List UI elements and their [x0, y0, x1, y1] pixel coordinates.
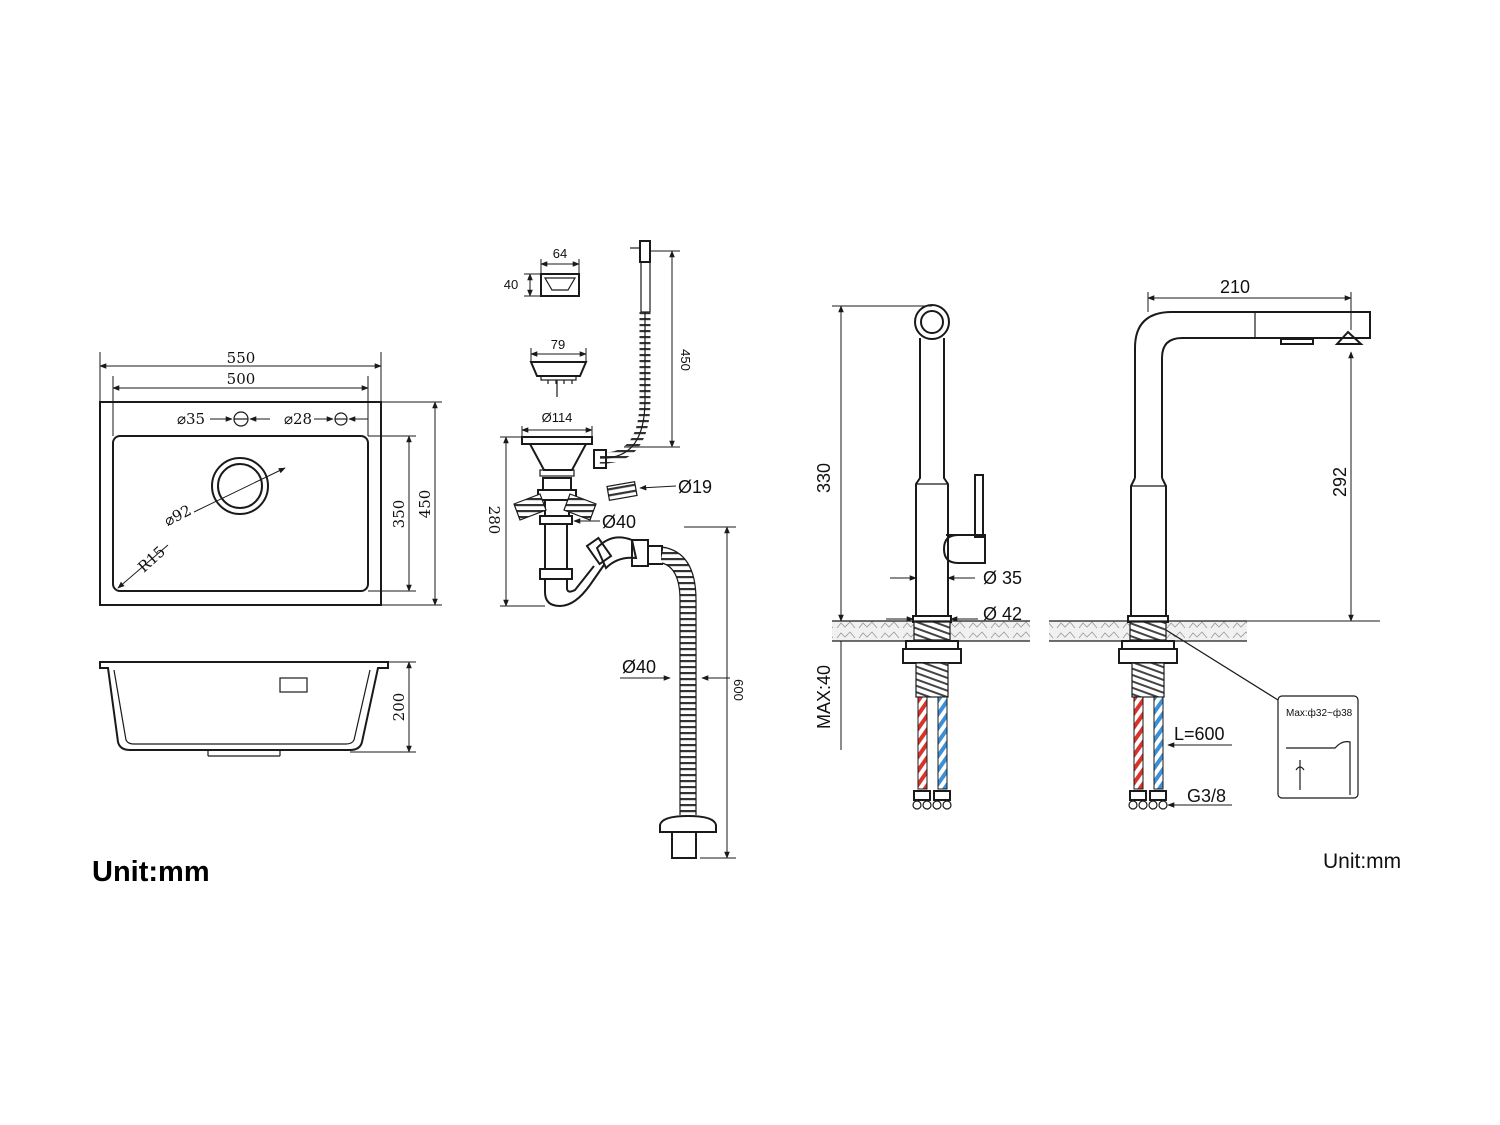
- sink-section-view: 200: [99, 661, 416, 757]
- faucet-front-view: 330 Ø 35 Ø 42 MAX:40: [814, 304, 1030, 810]
- outlet-diameter-label: Ø19: [678, 477, 712, 497]
- faucet-hole-label: ⌀35: [177, 410, 205, 428]
- body-diameter-label: Ø 35: [983, 568, 1022, 588]
- thread-size-label: G3/8: [1187, 786, 1226, 806]
- corner-radius-label: R15: [134, 542, 169, 576]
- pipe-diameter-label: Ø40: [602, 512, 636, 532]
- bowl-depth-label: 200: [390, 693, 408, 722]
- overall-width-label: 550: [227, 349, 256, 367]
- unit-label-left: Unit:mm: [92, 856, 210, 888]
- unit-label-right: Unit:mm: [1323, 850, 1402, 873]
- hole-range-label: Max:ф32~ф38: [1286, 707, 1353, 719]
- drain-diameter-label: ⌀92: [161, 501, 194, 530]
- sink-top-view: 550 500 ⌀35 ⌀28 ⌀92 R15 350 450: [99, 349, 442, 606]
- inner-depth-label: 350: [390, 500, 408, 529]
- drain-kit: 64 40 79 450 Ø114: [485, 240, 746, 859]
- trap-height-label: 280: [485, 506, 503, 535]
- faucet-height-label: 330: [814, 463, 834, 493]
- reach-label: 210: [1220, 277, 1250, 297]
- overflow-hose-length-label: 450: [678, 349, 693, 371]
- faucet-side-view: 210 292 L=600 G3/8 Max:ф32~ф38: [1049, 277, 1380, 810]
- strainer-diameter-label: 79: [551, 337, 565, 352]
- basket-diameter-label: Ø114: [542, 410, 573, 425]
- overflow-width-label: 64: [553, 246, 567, 261]
- supply-hose-length-label: L=600: [1174, 724, 1225, 744]
- base-diameter-label: Ø 42: [983, 604, 1022, 624]
- hose-length-label: 600: [731, 679, 746, 701]
- inner-width-label: 500: [227, 370, 256, 388]
- spout-height-label: 292: [1330, 467, 1350, 497]
- hose-diameter-label: Ø40: [622, 657, 656, 677]
- overflow-height-label: 40: [504, 277, 518, 292]
- max-thickness-label: MAX:40: [814, 665, 834, 729]
- overall-depth-label: 450: [416, 490, 434, 519]
- soap-hole-label: ⌀28: [284, 410, 312, 428]
